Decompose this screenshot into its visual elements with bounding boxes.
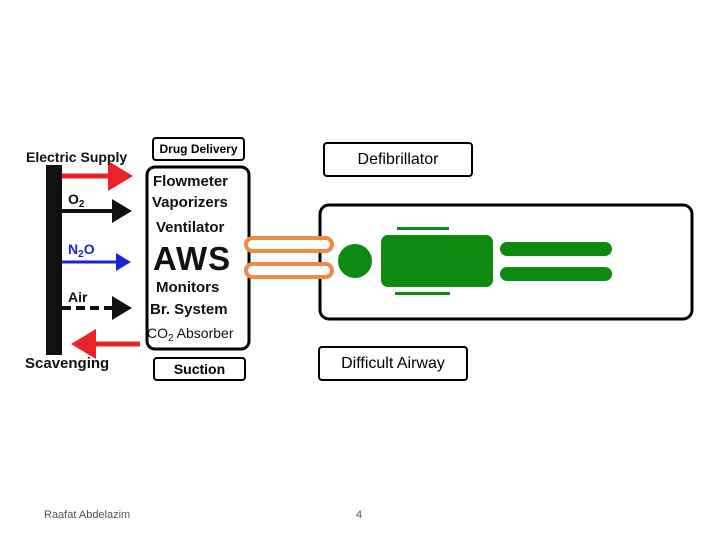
br-system-label: Br. System xyxy=(150,301,228,318)
o2-label: O2 xyxy=(68,191,85,210)
ventilator-label: Ventilator xyxy=(156,219,225,236)
page-number: 4 xyxy=(356,509,363,521)
electric-supply-label: Electric Supply xyxy=(26,149,128,165)
n2o-label-a: N xyxy=(68,241,79,257)
patient-arm-lower xyxy=(395,292,450,295)
o2-label-sub: 2 xyxy=(78,199,85,210)
patient-head xyxy=(338,244,372,278)
co2-label-b: Absorber xyxy=(173,325,234,341)
n2o-label-sub: 2 xyxy=(78,249,84,260)
n2o-label: N2O xyxy=(68,241,95,260)
vaporizers-label: Vaporizers xyxy=(152,194,228,211)
difficult-airway-box: Difficult Airway xyxy=(318,346,468,381)
co2-absorber-label: CO2 Absorber xyxy=(147,325,234,344)
breathing-tube-lower xyxy=(244,262,334,279)
o2-label-main: O xyxy=(68,191,79,207)
flowmeter-label: Flowmeter xyxy=(153,173,229,190)
defibrillator-box: Defibrillator xyxy=(323,142,473,177)
patient-torso xyxy=(381,235,493,287)
drug-delivery-box: Drug Delivery xyxy=(152,137,245,161)
n2o-label-b: O xyxy=(83,241,95,257)
co2-label-sub: 2 xyxy=(168,333,174,344)
supply-wall xyxy=(46,165,62,355)
co2-label-a: CO xyxy=(147,325,168,341)
air-label: Air xyxy=(68,289,88,305)
scavenging-label: Scavenging xyxy=(25,355,110,372)
aws-title: AWS xyxy=(153,240,232,277)
monitors-label: Monitors xyxy=(156,279,220,296)
patient-arm-upper xyxy=(397,227,449,230)
suction-box: Suction xyxy=(153,357,246,381)
patient-leg-lower xyxy=(500,267,612,281)
footer-author: Raafat Abdelazim xyxy=(44,509,131,521)
patient-leg-upper xyxy=(500,242,612,256)
aws-box xyxy=(145,165,251,351)
patient-frame xyxy=(318,203,694,321)
breathing-tube-upper xyxy=(244,236,334,253)
